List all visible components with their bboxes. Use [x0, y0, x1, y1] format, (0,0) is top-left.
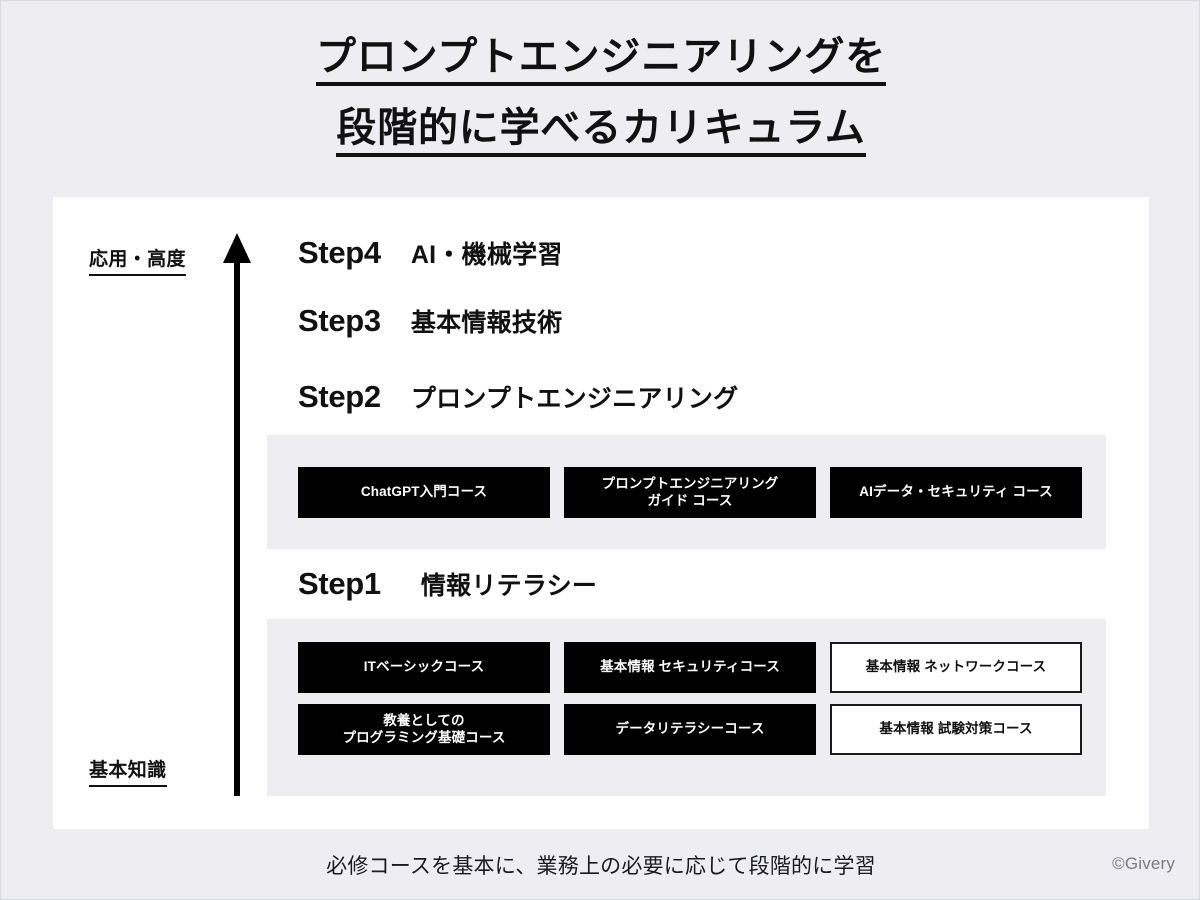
course-card[interactable]: データリテラシーコース	[564, 704, 816, 755]
course-card[interactable]: プロンプトエンジニアリングガイド コース	[564, 467, 816, 518]
step-number: Step4	[298, 235, 381, 270]
axis-label-bottom: 基本知識	[89, 755, 167, 787]
step-name: プロンプトエンジニアリング	[410, 385, 739, 413]
course-card[interactable]: 基本情報 セキュリティコース	[564, 642, 816, 693]
step1-course-band: ITベーシックコース 基本情報 セキュリティコース 基本情報 ネットワークコース…	[267, 619, 1106, 796]
course-card[interactable]: 基本情報 試験対策コース	[830, 704, 1082, 755]
step-name: AI・機械学習	[410, 241, 563, 269]
title-line-1: プロンプトエンジニアリングを	[316, 37, 886, 86]
course-card[interactable]: ITベーシックコース	[298, 642, 550, 693]
step-number: Step2	[298, 379, 381, 414]
copyright-label: ©Givery	[1112, 854, 1175, 873]
up-arrow-icon	[223, 233, 251, 796]
course-card[interactable]: 教養としてのプログラミング基礎コース	[298, 704, 550, 755]
footer-note: 必修コースを基本に、業務上の必要に応じて段階的に学習	[326, 855, 876, 878]
step1-course-row-2: 教養としてのプログラミング基礎コース データリテラシーコース 基本情報 試験対策…	[298, 704, 1082, 755]
step-name: 情報リテラシー	[420, 572, 598, 600]
step-number: Step3	[298, 303, 381, 338]
step-number: Step1	[298, 566, 381, 601]
step-row-step1: Step1 情報リテラシー	[298, 566, 597, 602]
step-name: 基本情報技術	[410, 309, 563, 337]
step-row-step4: Step4 AI・機械学習	[298, 235, 563, 271]
step1-course-row-1: ITベーシックコース 基本情報 セキュリティコース 基本情報 ネットワークコース	[298, 642, 1082, 693]
step2-course-band: ChatGPT入門コース プロンプトエンジニアリングガイド コース AIデータ・…	[267, 435, 1106, 549]
course-card[interactable]: AIデータ・セキュリティ コース	[830, 467, 1082, 518]
step-row-step2: Step2 プロンプトエンジニアリング	[298, 379, 738, 415]
step-row-step3: Step3 基本情報技術	[298, 303, 562, 339]
step2-course-row: ChatGPT入門コース プロンプトエンジニアリングガイド コース AIデータ・…	[298, 467, 1082, 518]
arrow-shaft	[234, 251, 240, 796]
title-line-2: 段階的に学べるカリキュラム	[336, 108, 866, 157]
page-title: プロンプトエンジニアリングを 段階的に学べるカリキュラム	[1, 37, 1200, 157]
course-card[interactable]: ChatGPT入門コース	[298, 467, 550, 518]
axis-label-top: 応用・高度	[89, 244, 186, 276]
course-card[interactable]: 基本情報 ネットワークコース	[830, 642, 1082, 693]
curriculum-panel: 応用・高度 基本知識 Step4 AI・機械学習 Step3 基本情報技術 St…	[53, 197, 1149, 829]
